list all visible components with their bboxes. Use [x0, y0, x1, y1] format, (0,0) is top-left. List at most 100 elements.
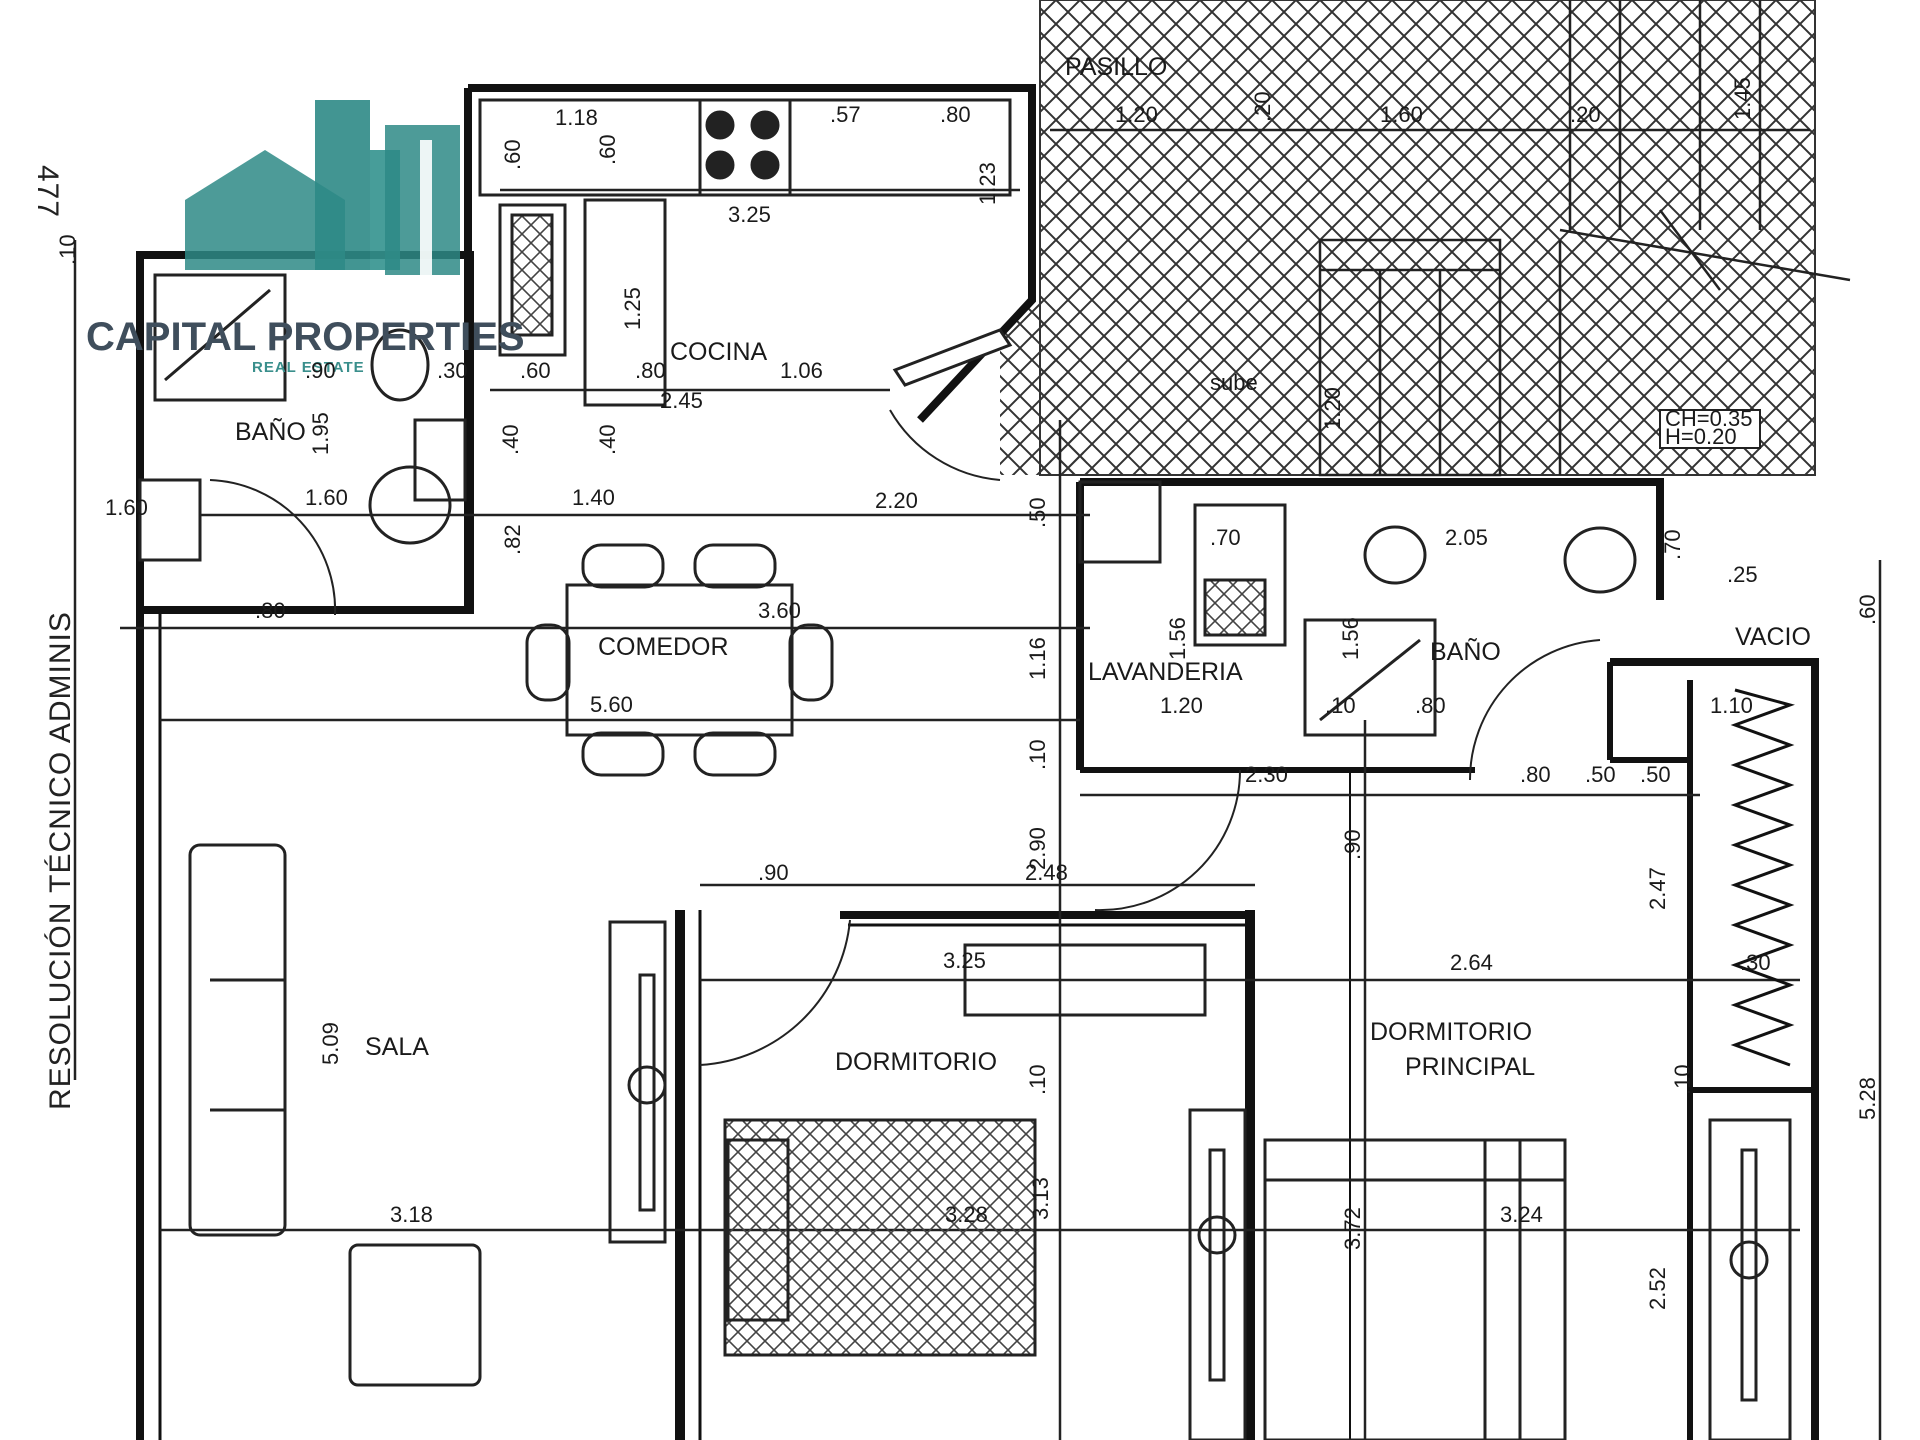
dimension-label: .50 — [1640, 762, 1671, 787]
dimension-label: .20 — [1250, 91, 1275, 122]
capital-properties-logo: CAPITAL PROPERTIES REAL ESTATE — [86, 100, 525, 376]
dimension-label: 2.20 — [875, 488, 918, 513]
dimension-label: .82 — [500, 524, 525, 555]
service-fixtures — [1078, 480, 1637, 737]
dimension-label: 5.09 — [318, 1022, 343, 1065]
corner-note: 477 — [31, 165, 64, 218]
dimension-label: 1.25 — [620, 287, 645, 330]
dimension-label: .10 — [1025, 739, 1050, 770]
pasillo-hatch — [1000, 0, 1816, 476]
dimension-label: H=0.20 — [1665, 424, 1737, 449]
label-dormitorio: DORMITORIO — [835, 1048, 997, 1076]
dimension-label: .80 — [1415, 693, 1446, 718]
dimension-label: .50 — [1585, 762, 1616, 787]
dimension-label: .80 — [635, 358, 666, 383]
dimension-label: .50 — [1025, 497, 1050, 528]
dimension-label: 1.18 — [555, 105, 598, 130]
closet-zigzag — [1730, 688, 1795, 1067]
label-dormitorio-principal-2: PRINCIPAL — [1405, 1053, 1535, 1081]
dimension-label: .10 — [1325, 693, 1356, 718]
dimension-label: 2.05 — [1445, 525, 1488, 550]
dimension-label: 3.24 — [1500, 1202, 1543, 1227]
dimension-label: .80 — [255, 598, 286, 623]
dimension-label: .60 — [595, 134, 620, 165]
dimension-label: .60 — [520, 358, 551, 383]
label-bano-principal: BAÑO — [1430, 637, 1501, 666]
room-labels: PASILLO COCINA BAÑO COMEDOR LAVANDERIA B… — [235, 53, 1811, 1081]
label-cocina: COCINA — [670, 338, 768, 366]
dimension-label: 3.25 — [943, 948, 986, 973]
dimension-label: .57 — [830, 102, 861, 127]
dimension-label: 1.40 — [572, 485, 615, 510]
dimension-label: .20 — [1570, 102, 1601, 127]
dimension-label: .70 — [1660, 529, 1685, 560]
dimension-label: .90 — [305, 358, 336, 383]
dimension-label: 1.20 — [1320, 387, 1345, 430]
dimension-label: 1.56 — [1338, 617, 1363, 660]
dimension-label: 3.60 — [758, 598, 801, 623]
dimension-label: 2.47 — [1645, 867, 1670, 910]
label-vacio: VACIO — [1735, 623, 1811, 651]
dimension-label: 3.28 — [945, 1202, 988, 1227]
dimension-label: CH=0.35 — [1665, 406, 1752, 431]
dimension-label: 1.95 — [308, 412, 333, 455]
label-lavanderia: LAVANDERIA — [1088, 658, 1243, 686]
dormitorio-principal-furniture — [1188, 1108, 1792, 1440]
dimension-label: .25 — [1727, 562, 1758, 587]
dimension-label: .30 — [437, 358, 468, 383]
label-comedor: COMEDOR — [598, 633, 729, 661]
bano-social-fixtures — [138, 273, 467, 562]
label-dormitorio-principal-1: DORMITORIO — [1370, 1018, 1532, 1046]
side-stamp: RESOLUCIÓN TÉCNICO ADMINIS — [44, 611, 77, 1110]
dimension-label: 1.06 — [780, 358, 823, 383]
dimension-label: .80 — [1520, 762, 1551, 787]
dimension-label: 3.25 — [728, 202, 771, 227]
dimension-label: .70 — [1210, 525, 1241, 550]
dimension-label: 2.64 — [1450, 950, 1493, 975]
dimension-label: 1.10 — [1710, 693, 1753, 718]
dimension-label: 1.20 — [1115, 102, 1158, 127]
label-sube: sube — [1210, 370, 1258, 395]
dimension-label: 5.28 — [1855, 1077, 1880, 1120]
dimension-label: 3.13 — [1028, 1177, 1053, 1220]
dimension-label: 1.56 — [1165, 617, 1190, 660]
dimension-label: .40 — [595, 424, 620, 455]
dimension-label: 2.48 — [1025, 860, 1068, 885]
logo-name: CAPITAL PROPERTIES — [86, 315, 525, 359]
dimension-label: 1.45 — [1730, 77, 1755, 120]
dimension-label: 1.60 — [1380, 102, 1423, 127]
dimension-label: 3.18 — [390, 1202, 433, 1227]
dimension-label: 2.30 — [1245, 762, 1288, 787]
dimension-label: 2.90 — [1025, 827, 1050, 870]
dimension-label: 1.60 — [305, 485, 348, 510]
door-swings — [209, 409, 1601, 1066]
dimension-label: 3.72 — [1340, 1207, 1365, 1250]
dormitorio-furniture — [608, 920, 1207, 1357]
kitchen-fixtures — [478, 98, 1013, 407]
sala-furniture — [188, 843, 482, 1387]
dimension-label: .10 — [55, 234, 80, 265]
dimension-label: 2.45 — [660, 388, 703, 413]
dimension-label: .90 — [758, 860, 789, 885]
dimension-labels: 1.18 .57 .80 .60 .60 3.25 1.23 1.25 1.06… — [55, 77, 1880, 1310]
dimension-label: .60 — [1855, 594, 1880, 625]
dimension-label: 5.60 — [590, 692, 633, 717]
dimension-label: 1.16 — [1025, 637, 1050, 680]
label-bano-social: BAÑO — [235, 417, 306, 446]
dimension-label: .30 — [1740, 950, 1771, 975]
label-sala: SALA — [365, 1033, 429, 1061]
dimension-label: 1.20 — [1160, 693, 1203, 718]
dimension-label: 1.23 — [975, 162, 1000, 205]
dimension-label: .90 — [1340, 829, 1365, 860]
dimension-label: .60 — [500, 139, 525, 170]
dimension-label: .80 — [940, 102, 971, 127]
dimension-label: .10 — [1670, 1064, 1695, 1095]
comedor-table — [525, 543, 834, 777]
dimension-label: .40 — [498, 424, 523, 455]
dimension-label: .10 — [1025, 1064, 1050, 1095]
dimension-label: 1.60 — [105, 495, 148, 520]
stair-note-box: CH=0.35 H=0.20 — [1659, 406, 1761, 449]
stair — [1318, 0, 1851, 477]
dimension-label: 2.52 — [1645, 1267, 1670, 1310]
